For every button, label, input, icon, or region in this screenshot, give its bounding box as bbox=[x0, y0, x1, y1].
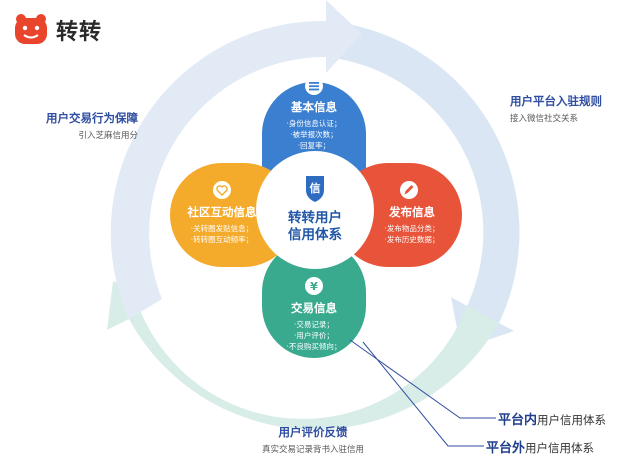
outer-arrow-bottom bbox=[107, 281, 499, 430]
petal-top-line: ·被举报次数； bbox=[290, 130, 338, 139]
label-top-left: 用户交易行为保障 引入芝麻信用分 bbox=[6, 110, 138, 141]
petal-right-line: ·发布历史数据； bbox=[384, 235, 440, 244]
petal-top-line: ·回复率； bbox=[297, 141, 331, 150]
legend-line-outer bbox=[362, 341, 484, 447]
petal-top-text: 基本信息 ·身份信息认证； ·被举报次数； ·回复率； bbox=[262, 99, 366, 151]
legend-outer-bold: 平台外 bbox=[486, 441, 526, 456]
legend-outer-rest: 用户信用体系 bbox=[525, 441, 595, 455]
petal-top-title: 基本信息 bbox=[291, 100, 337, 114]
petal-bottom-text: 交易信息 ·交易记录； ·用户评价； ·不良购买倾向； bbox=[262, 300, 366, 352]
legend-inner-rest: 用户信用体系 bbox=[537, 413, 607, 427]
petal-right-text: 发布信息 ·发布物品分类； ·发布历史数据； bbox=[364, 204, 460, 245]
petal-bottom bbox=[262, 240, 366, 358]
petal-bottom-line: ·用户评价； bbox=[294, 331, 334, 340]
core-line-1: 转转用户 bbox=[288, 210, 342, 226]
pencil-icon bbox=[400, 181, 418, 199]
label-top-left-sub: 引入芝麻信用分 bbox=[78, 131, 138, 141]
core-line-2: 信用体系 bbox=[288, 227, 342, 243]
list-icon bbox=[305, 77, 323, 95]
core-circle bbox=[256, 151, 374, 269]
petal-left-line: ·关转圈发贴信息； bbox=[190, 224, 254, 233]
outer-arrow-left bbox=[110, 0, 362, 319]
shield-icon: 信 bbox=[306, 176, 324, 202]
yen-icon: ¥ bbox=[305, 277, 323, 295]
petal-right-line: ·发布物品分类； bbox=[384, 224, 440, 233]
petal-left-text: 社区互动信息 ·关转圈发贴信息； ·转转圈互动频率； bbox=[172, 204, 272, 245]
petal-left-title: 社区互动信息 bbox=[187, 205, 257, 219]
label-top-left-title: 用户交易行为保障 bbox=[46, 111, 138, 125]
petal-bottom-line: ·不良购买倾向； bbox=[286, 342, 342, 351]
label-bottom: 用户评价反馈 真实交易记录背书入驻信用 bbox=[238, 424, 388, 455]
petal-right-title: 发布信息 bbox=[389, 205, 435, 219]
legend-item-inner: 平台内用户信用体系 bbox=[498, 409, 606, 428]
svg-text:¥: ¥ bbox=[310, 280, 318, 293]
petal-bottom-line: ·交易记录； bbox=[294, 320, 334, 329]
heart-icon bbox=[213, 181, 231, 199]
brand-name: 转转 bbox=[56, 20, 103, 45]
legend-inner-bold: 平台内 bbox=[498, 413, 538, 428]
label-bottom-sub: 真实交易记录背书入驻信用 bbox=[261, 445, 364, 455]
label-top-right-sub: 接入微信社交关系 bbox=[510, 114, 579, 124]
petal-left-line: ·转转圈互动频率； bbox=[190, 235, 254, 244]
bear-logo-icon bbox=[15, 14, 47, 44]
petal-bottom-title: 交易信息 bbox=[291, 301, 337, 315]
legend-item-outer: 平台外用户信用体系 bbox=[486, 437, 594, 456]
label-bottom-title: 用户评价反馈 bbox=[278, 425, 348, 439]
label-top-right-title: 用户平台入驻规则 bbox=[510, 94, 602, 108]
label-top-right: 用户平台入驻规则 接入微信社交关系 bbox=[510, 93, 602, 124]
core-title: 转转用户 信用体系 bbox=[262, 210, 368, 244]
outer-arrow-right bbox=[326, 21, 520, 349]
core-badge-text: 信 bbox=[310, 181, 321, 195]
brand-logo: 转转 bbox=[12, 10, 122, 46]
legend-line-inner bbox=[349, 339, 496, 419]
petal-top-line: ·身份信息认证； bbox=[286, 119, 342, 128]
